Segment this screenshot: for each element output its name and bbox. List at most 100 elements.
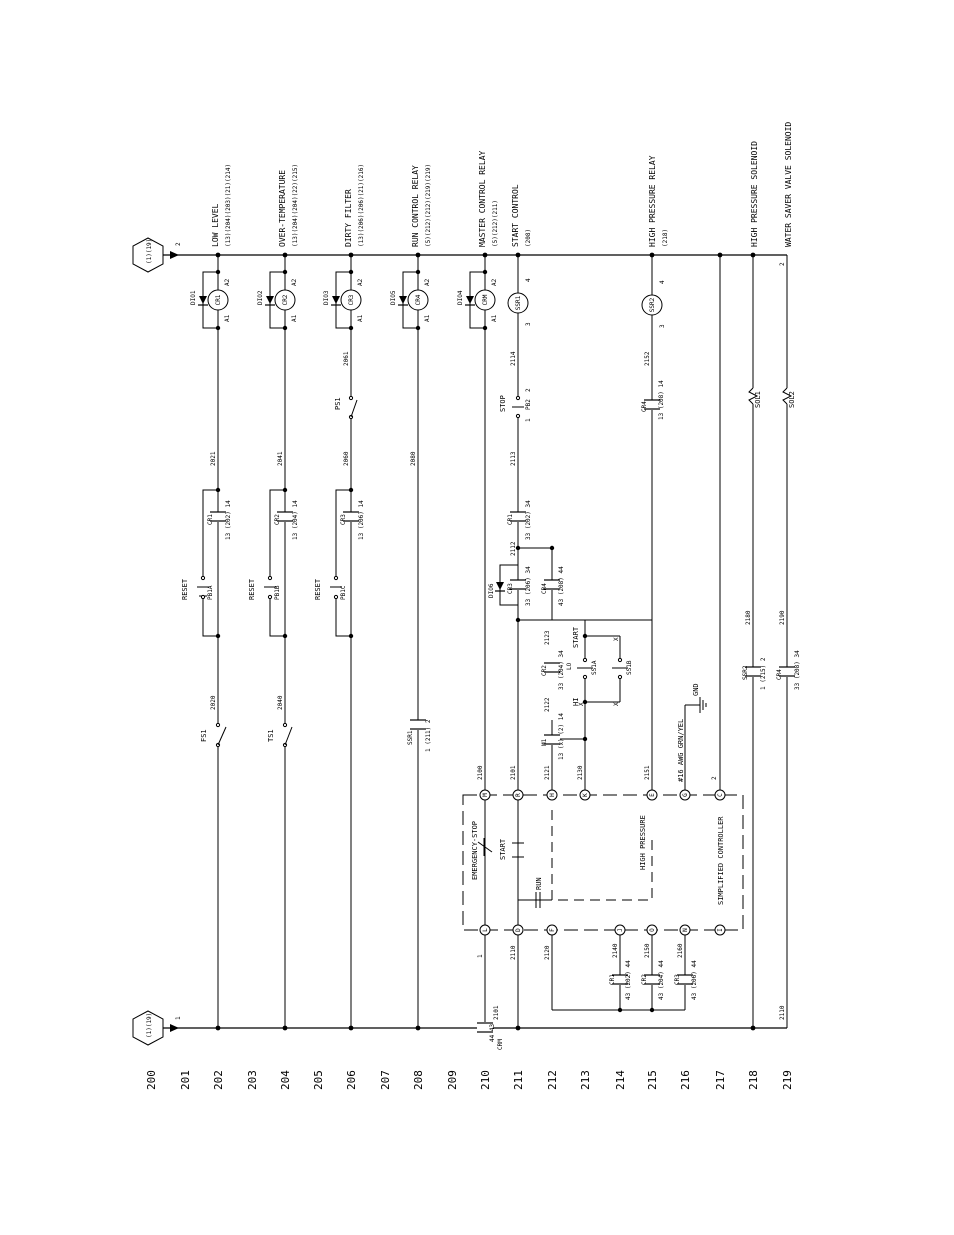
terminal-letter: K [582, 793, 589, 797]
contact-cr3-216-tag: CR3 [674, 974, 681, 985]
contact-cr1-211-ref: 33 (202) 34 [525, 500, 532, 540]
pb1c-label: PB1C [340, 585, 347, 600]
desc-hp-solenoid: HIGH PRESSURE SOLENOID [750, 141, 759, 247]
coil-cr4-a1: A1 [424, 314, 431, 322]
contact-cr4-215-tag: CR4 [641, 401, 648, 412]
pb2-label: PB2 [525, 399, 532, 410]
wire-2160: 2160 [677, 943, 684, 958]
supply-ref-top: (1)(19) 2 [132, 237, 182, 273]
rung-number: 203 [246, 1070, 259, 1090]
terminal-letter: I [717, 928, 724, 932]
rung-number: 205 [312, 1070, 325, 1090]
wire-2121: 2121 [544, 765, 551, 780]
coil-cr1-a1: A1 [224, 314, 231, 322]
terminal-letter: H [549, 793, 556, 797]
contact-cr4-219-tag: CR4 [776, 669, 783, 680]
diode-dio5-icon [399, 296, 407, 304]
wire-2151: 2151 [644, 765, 651, 780]
contact-m1-ref: 13 (x) (2) 14 [558, 713, 565, 760]
gnd-label: GND [692, 683, 700, 696]
desc-low-level-refs: (13)(204)(203)(21)(214) [225, 164, 232, 247]
coil-cr2-a2: A2 [291, 278, 298, 286]
ss1b-label: SS1B [626, 660, 633, 675]
coil-ssr2-label: SSR2 [649, 297, 656, 312]
ground-icon [699, 697, 707, 713]
terminal-letter: J [617, 928, 624, 932]
wire-2152: 2152 [644, 351, 651, 366]
diode-dio4-icon [466, 296, 474, 304]
desc-run-control: RUN CONTROL RELAY [411, 165, 420, 247]
terminal-letter: O [649, 928, 656, 932]
controller-title: SIMPLIFIED CONTROLLER [717, 816, 725, 905]
rung-number: 216 [679, 1070, 692, 1090]
wire-2114: 2114 [510, 351, 517, 366]
coil-cr2-a1: A1 [291, 314, 298, 322]
wire-2080: 2080 [410, 451, 417, 466]
ss1a-label: SS1A [591, 660, 598, 675]
ts1-label: TS1 [267, 729, 275, 742]
coil-cr4-label: CR4 [415, 294, 422, 305]
rung-number: 211 [512, 1070, 525, 1090]
pb2-t1: 1 [525, 418, 532, 422]
terminal-letter: G [682, 793, 689, 797]
ground-wire-label: #16 AWG GRN/YEL [677, 719, 685, 782]
coil-cr1-a2: A2 [224, 278, 231, 286]
terminal-letter: R [515, 793, 522, 797]
wire-2041: 2041 [277, 451, 284, 466]
wire-2180: 2180 [745, 610, 752, 625]
coil-ssr2-t3: 3 [659, 324, 666, 328]
rung-number: 210 [479, 1070, 492, 1090]
simplified-controller [462, 794, 744, 931]
lo-label: LO [566, 662, 573, 670]
wire-2113: 2113 [510, 451, 517, 466]
pb1b-label: PB1B [274, 585, 281, 600]
contact-cr3-212-tag: CR3 [507, 583, 514, 594]
wire-2-219: 2 [779, 262, 786, 266]
contact-crm-210-tag: CRM [497, 1039, 504, 1050]
contact-cr1-211-tag: CR1 [507, 514, 514, 525]
contact-cr4-212-ref: 43 (208) 44 [558, 566, 565, 606]
desc-water-saver: WATER SAVER VALVE SOLENOID [784, 122, 793, 247]
terminal-letter: L [482, 928, 489, 932]
contact-cr4-215-ref: 13 (208) 14 [658, 380, 665, 420]
desc-over-temp: OVER-TEMPERATURE [278, 170, 287, 247]
desc-start-control: START CONTROL [511, 184, 520, 247]
contact-cr2-204-tag: CR2 [274, 514, 281, 525]
wire-2021: 2021 [210, 451, 217, 466]
rung-number: 201 [179, 1070, 192, 1090]
rung-number: 219 [781, 1070, 794, 1090]
contact-cr2-204-ref: 13 (204) 14 [292, 500, 299, 540]
rung-number: 215 [646, 1070, 659, 1090]
wire-2110: 2110 [510, 945, 517, 960]
supply-ref-top-label: (1)(19) [146, 239, 153, 264]
wire-2110-bottom: 2110 [779, 1005, 786, 1020]
contact-crm-210-ref: 44 43 [489, 1024, 496, 1042]
contact-cr4-212-tag: CR4 [541, 583, 548, 594]
wire-2140: 2140 [612, 943, 619, 958]
wire-2100: 2100 [477, 765, 484, 780]
coil-cr4-a2: A2 [424, 278, 431, 286]
coils [207, 289, 663, 316]
desc-master-control: MASTER CONTROL RELAY [478, 150, 487, 247]
desc-high-pressure-relay: HIGH PRESSURE RELAY [648, 155, 657, 247]
coil-ssr1-label: SSR1 [515, 295, 522, 310]
supply-ref-bottom-label: (1)(19) [146, 1013, 153, 1038]
diode-dio5-label: DIO5 [390, 290, 397, 305]
contact-cr1-214-ref: 43 (202) 44 [625, 960, 632, 1000]
coil-cr2-label: CR2 [282, 294, 289, 305]
terminal-letter: D [515, 928, 522, 932]
x-label-2: X [578, 702, 585, 706]
terminal-letter: F [549, 928, 556, 932]
rung-number: 200 [145, 1070, 158, 1090]
contact-cr2-213-ref: 33 (204) 34 [558, 650, 565, 690]
diode-dio2-label: DIO2 [257, 290, 264, 305]
rung-number: 217 [714, 1070, 727, 1090]
coil-ssr1-t3: 3 [525, 322, 532, 326]
sol1-label: SOL1 [754, 391, 762, 408]
pb2-t2: 2 [525, 388, 532, 392]
wire-2-217: 2 [711, 776, 718, 780]
contact-cr1-202-ref: 13 (202) 14 [225, 500, 232, 540]
sol2-label: SOL2 [788, 391, 796, 408]
contact-cr2-213-tag: CR2 [541, 665, 548, 676]
